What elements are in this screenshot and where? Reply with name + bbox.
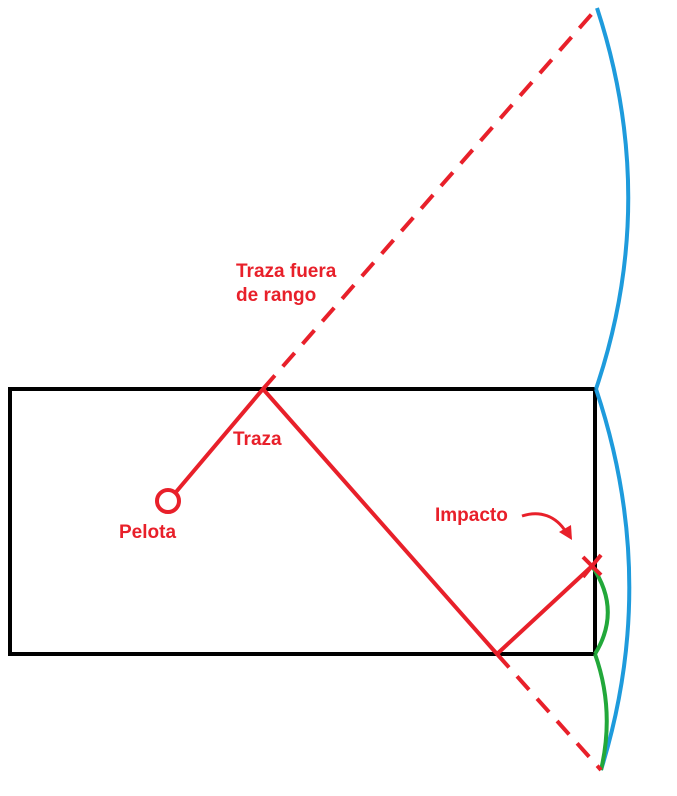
- play-area-rectangle: [8, 387, 597, 656]
- ball-marker: [155, 488, 181, 514]
- out-of-range-label-line1: Traza fuera: [236, 261, 337, 282]
- impact-label: Impacto: [435, 505, 508, 526]
- range-arc-lower: [594, 388, 632, 771]
- range-arc-upper: [594, 7, 631, 390]
- trace-label: Traza: [233, 429, 282, 450]
- out-of-range-trace-upper: [261, 6, 599, 391]
- bounce-arc-lower: [593, 653, 609, 771]
- impact-marker: [581, 553, 603, 579]
- ball-label: Pelota: [119, 522, 176, 543]
- impact-arrowhead: [559, 525, 572, 540]
- out-of-range-label-line2: de rango: [236, 285, 316, 306]
- bounce-arc-upper: [590, 564, 610, 656]
- out-of-range-trace-lower: [495, 652, 603, 772]
- trace-path: [174, 387, 594, 656]
- impact-arrow: [521, 512, 568, 533]
